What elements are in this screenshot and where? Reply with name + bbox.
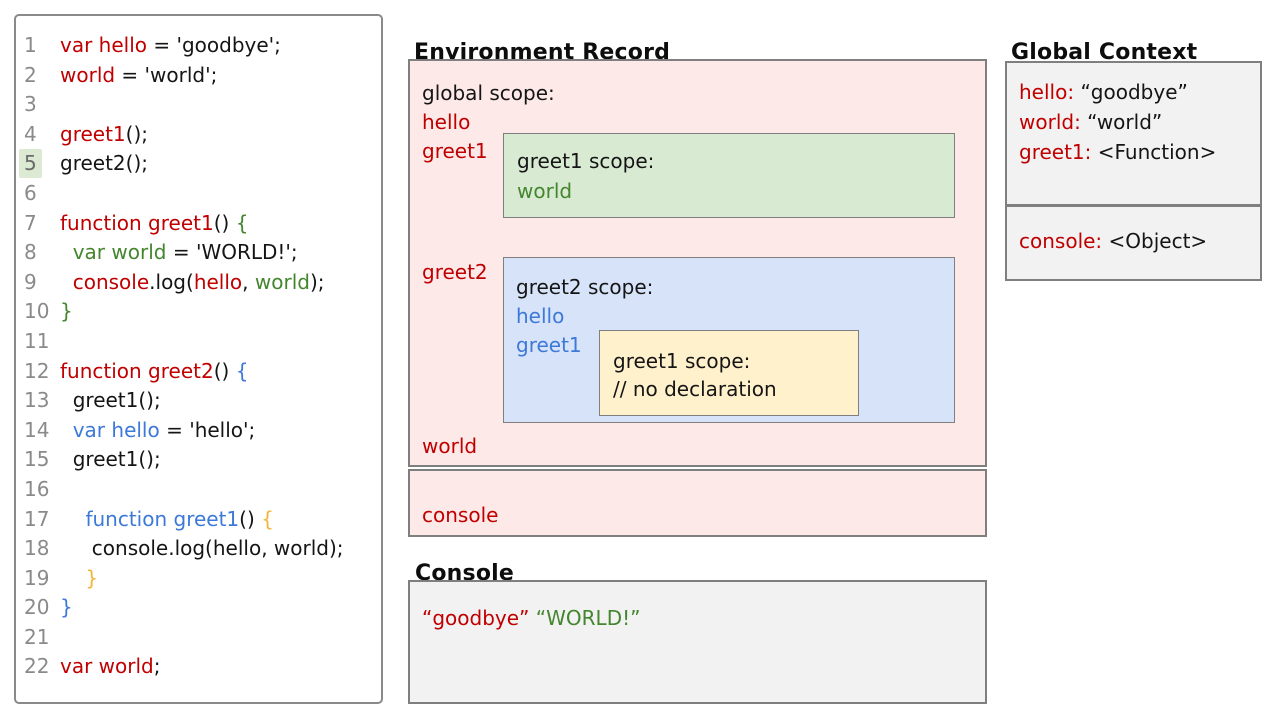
code-line: 7 function greet1() { — [16, 209, 381, 239]
code-line: 1 var hello = 'goodbye'; — [16, 31, 381, 61]
code-text: var world; — [60, 654, 161, 679]
code-line: 12 function greet2() { — [16, 357, 381, 387]
line-number: 19 — [24, 565, 50, 590]
line-number: 6 — [24, 180, 37, 205]
inner-greet1-scope-label: greet1 scope: — [613, 349, 751, 373]
line-number: 13 — [24, 388, 50, 413]
line-number: 21 — [24, 624, 50, 649]
gc-var-greet1: greet1: <Function> — [1019, 137, 1248, 167]
greet2-var-greet1: greet1 — [516, 333, 582, 357]
code-text: } — [60, 299, 73, 324]
code-line: 18 console.log(hello, world); — [16, 534, 381, 564]
code-line: 2 world = 'world'; — [16, 61, 381, 91]
gc-var-console: console: <Object> — [1019, 226, 1248, 256]
line-number: 1 — [24, 33, 37, 57]
greet2-scope-box: greet2 scope: hello greet1 greet1 scope:… — [503, 257, 955, 423]
line-number: 3 — [24, 92, 37, 117]
line-number: 17 — [24, 506, 50, 531]
code-editor-panel: 1 var hello = 'goodbye'; 2 world = 'world';… — [14, 14, 383, 704]
code-text: var world = 'WORLD!'; — [72, 240, 298, 265]
line-number: 7 — [24, 210, 37, 235]
code-line: 21 — [16, 623, 381, 653]
gc-var-hello-name: hello: — [1019, 80, 1075, 104]
global-var-hello: hello — [422, 110, 471, 134]
console-output-goodbye: “goodbye” — [422, 606, 530, 630]
gc-var-world-name: world: — [1019, 110, 1081, 134]
code-lines: 1 var hello = 'goodbye'; 2 world = 'world';… — [16, 16, 381, 682]
gc-var-console-value: <Object> — [1108, 229, 1208, 253]
code-text: } — [60, 565, 99, 590]
code-line: 14 var hello = 'hello'; — [16, 416, 381, 446]
code-text: console.log(hello, world); — [72, 269, 325, 294]
line-number: 8 — [24, 240, 37, 265]
console-output-box: “goodbye” “WORLD!” — [408, 580, 987, 704]
inner-greet1-scope-comment: // no declaration — [613, 377, 777, 401]
code-text: var hello = 'goodbye'; — [60, 33, 281, 57]
line-number: 22 — [24, 654, 50, 679]
code-line: 3 — [16, 90, 381, 120]
code-line: 17 function greet1() { — [16, 505, 381, 535]
line-number: 12 — [24, 358, 50, 383]
code-line: 6 — [16, 179, 381, 209]
greet2-scope-label: greet2 scope: — [516, 275, 654, 299]
code-text: greet1(); — [60, 388, 161, 413]
code-line: 8 var world = 'WORLD!'; — [16, 238, 381, 268]
code-line: 10} — [16, 297, 381, 327]
code-line: 19 } — [16, 564, 381, 594]
line-number: 10 — [24, 299, 50, 324]
code-line: 20} — [16, 593, 381, 623]
line-number: 4 — [24, 121, 37, 146]
code-text: greet1(); — [60, 121, 148, 146]
code-line: 22 var world; — [16, 652, 381, 682]
console-output-world: “WORLD!” — [535, 606, 641, 630]
gc-var-hello-value: “goodbye” — [1080, 80, 1188, 104]
gc-var-console-name: console: — [1019, 229, 1103, 253]
code-text: function greet1() { — [85, 506, 274, 531]
code-text: greet2(); — [60, 151, 148, 176]
line-number: 14 — [24, 417, 50, 442]
line-number: 20 — [24, 595, 50, 620]
global-scope-box: global scope: hello greet1 greet2 world … — [408, 59, 987, 467]
gc-var-world: world: “world” — [1019, 107, 1248, 137]
gc-var-hello: hello: “goodbye” — [1019, 77, 1248, 107]
global-context-builtins-box: console: <Object> — [1005, 205, 1262, 281]
greet1-scope-label: greet1 scope: — [517, 149, 655, 173]
code-text: console.log(hello, world); — [60, 536, 344, 561]
code-line: 9 console.log(hello, world); — [16, 268, 381, 298]
code-text: function greet1() { — [60, 210, 249, 235]
code-text: var hello = 'hello'; — [72, 417, 256, 442]
code-text: function greet2() { — [60, 358, 249, 383]
gc-var-world-value: “world” — [1087, 110, 1163, 134]
line-number: 11 — [24, 328, 50, 353]
greet2-var-hello: hello — [516, 304, 565, 328]
code-line: 13 greet1(); — [16, 386, 381, 416]
console-record-box: console — [408, 469, 987, 537]
code-line: 5 greet2(); — [16, 149, 381, 179]
code-text: world = 'world'; — [60, 62, 218, 87]
inner-greet1-scope-box: greet1 scope: // no declaration — [599, 330, 859, 416]
global-var-greet1: greet1 — [422, 139, 488, 163]
line-number: 18 — [24, 536, 50, 561]
line-number: 9 — [24, 269, 37, 294]
global-scope-label: global scope: — [422, 81, 555, 105]
code-text: greet1(); — [60, 447, 161, 472]
global-var-greet2: greet2 — [422, 260, 488, 284]
line-number: 15 — [24, 447, 50, 472]
line-number: 5 — [16, 149, 60, 179]
code-line: 4 greet1(); — [16, 120, 381, 150]
greet1-scope-box: greet1 scope: world — [503, 133, 955, 218]
console-record-entry: console — [422, 503, 499, 527]
highlighted-line-number: 5 — [19, 149, 42, 179]
global-context-variables-box: hello: “goodbye” world: “world” greet1: … — [1005, 61, 1262, 206]
code-line: 15 greet1(); — [16, 445, 381, 475]
greet1-var-world: world — [517, 179, 573, 203]
line-number: 2 — [24, 62, 37, 87]
gc-var-greet1-value: <Function> — [1097, 140, 1217, 164]
line-number: 16 — [24, 476, 50, 501]
global-var-world: world — [422, 434, 478, 458]
code-text: } — [60, 595, 73, 620]
code-line: 11 — [16, 327, 381, 357]
gc-var-greet1-name: greet1: — [1019, 140, 1092, 164]
code-line: 16 — [16, 475, 381, 505]
